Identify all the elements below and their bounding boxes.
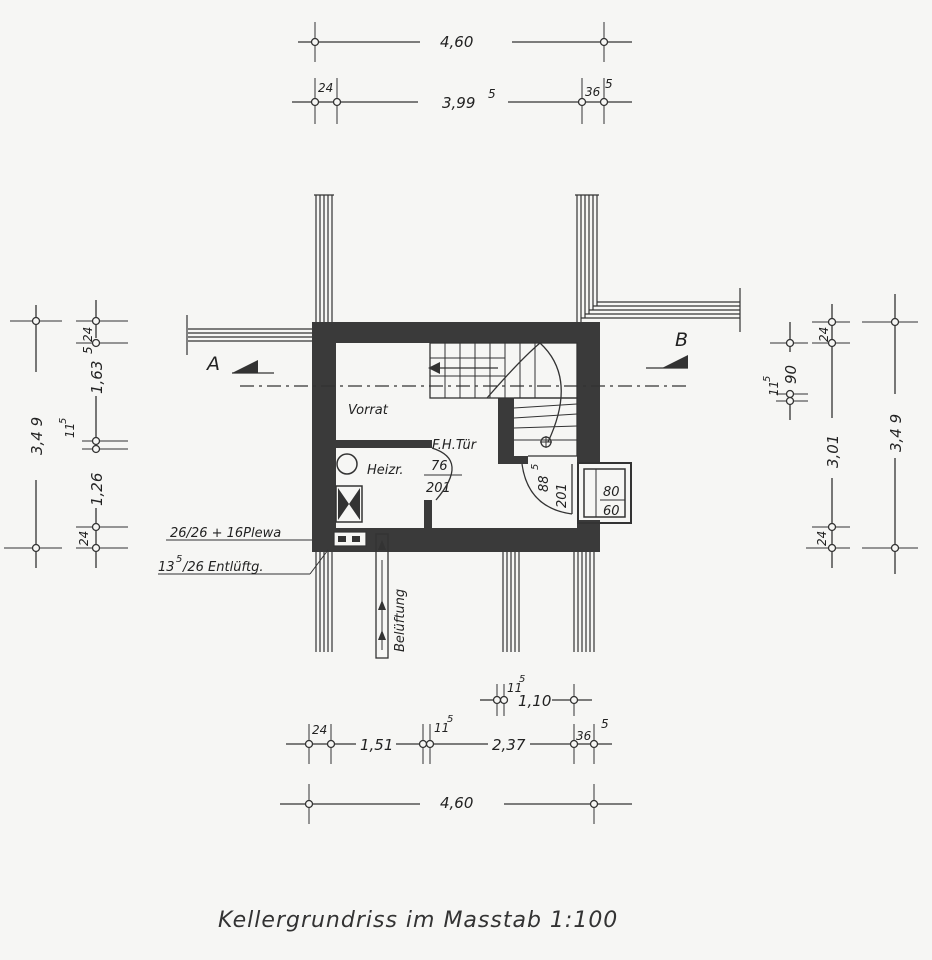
dim-left-upper-sup: 5 [81,346,95,354]
door-fh-width: 76 [431,459,448,474]
ventilation: Belüftung 26/26 + 16Plewa 13 5 /26 Entlü… [158,526,408,659]
window-width: 80 [603,485,620,500]
room-label-heizr: Heizr. [367,463,404,478]
section-line: A B [205,329,690,387]
plewa-label: 26/26 + 16Plewa [170,526,281,541]
dim-bottom-right-wall: 36 [576,729,592,743]
entlueftg-num: 13 [158,560,175,575]
door-width: 88 [537,475,552,492]
dim-left-lower: 1,26 [88,473,106,506]
belueftung-label: Belüftung [393,589,408,652]
dim-right-bottom-wall: 24 [815,531,829,546]
bottom-dimensions: 11 5 1,10 24 1,51 11 5 2,37 36 5 4,60 [280,674,632,824]
dim-top-inner-sup: 5 [488,87,496,101]
window-height: 60 [603,504,620,519]
dim-bottom-left-wall: 24 [312,723,327,737]
door-fh-height: 201 [426,481,451,496]
door-height: 201 [555,483,570,508]
dim-right-top-wall: 24 [817,327,831,342]
dim-left-mid-wall-sup: 5 [58,418,69,424]
dim-right-upper: 90 [782,365,800,384]
dim-left-mid-wall: 11 [63,423,77,438]
dim-bottom-small-wall-sup: 5 [519,674,525,685]
dim-left-overall: 3,4 9 [28,417,46,455]
room-labels: Vorrat F.H.Tür 76 201 Heizr. 88 5 201 80… [335,403,625,523]
dim-top-right-wall-sup: 5 [605,77,613,91]
dim-bottom-overall: 4,60 [440,794,473,812]
dim-right-mid-wall-sup: 5 [762,376,773,382]
dim-top-left-wall: 24 [318,81,333,95]
right-dimensions: 90 11 5 24 3,01 24 3,4 9 [762,294,918,574]
dim-bottom-right: 2,37 [492,736,526,754]
dim-bottom-mid-wall: 11 [434,721,449,735]
door-width-sup: 5 [530,464,541,470]
dim-right-lower: 3,01 [824,435,842,468]
left-dimensions: 3,4 9 24 1,63 5 11 5 1,26 24 [4,300,128,568]
dim-right-mid-wall: 11 [767,381,781,396]
entlueftg-text: /26 Entlüftg. [182,560,264,575]
wall-stubs [186,194,741,652]
dim-bottom-left: 1,51 [360,736,393,754]
room-label-vorrat: Vorrat [348,403,389,418]
dim-bottom-right-wall-sup: 5 [601,717,609,731]
dim-left-bottom-wall: 24 [77,531,91,546]
dim-top-inner: 3,99 [442,94,475,112]
stairs [428,342,578,457]
dim-bottom-mid-wall-sup: 5 [447,714,453,725]
entlueftg-sup: 5 [176,554,182,565]
dim-bottom-small-wall: 11 [507,681,522,695]
dim-top-overall: 4,60 [440,33,473,51]
dim-top-right-wall: 36 [585,85,601,99]
section-label-a: A [205,353,220,375]
dim-right-overall: 3,4 9 [887,414,905,452]
section-label-b: B [675,329,688,351]
plan-caption: Kellergrundriss im Masstab 1:100 [218,908,618,933]
top-dimensions: 4,60 3,99 5 24 36 5 [292,22,632,124]
boiler-circle [336,453,358,475]
dim-left-top-wall: 24 [81,327,95,342]
dim-bottom-small: 1,10 [518,692,551,710]
dim-left-upper: 1,63 [88,361,106,394]
door-label-fh-tuer: F.H.Tür [432,438,478,453]
